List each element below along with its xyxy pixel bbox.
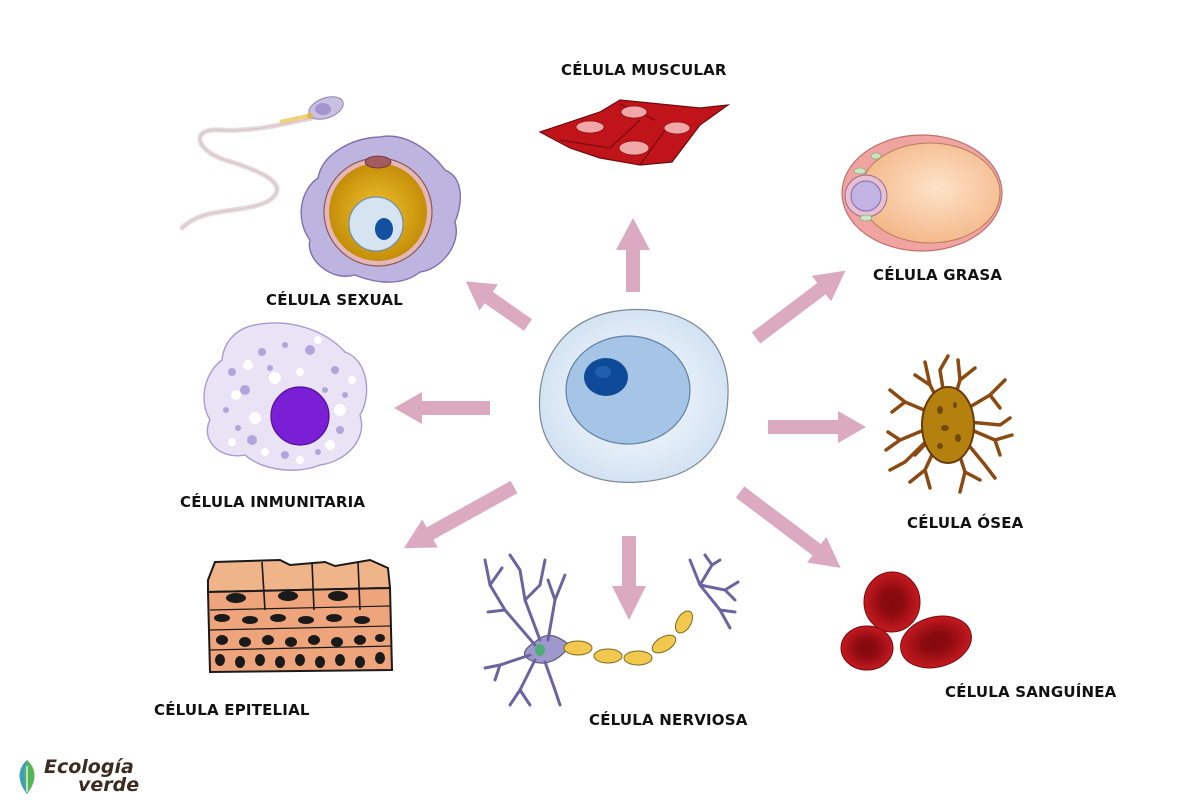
arrow-to-grasa (751, 270, 846, 344)
arrow-to-sanguinea (735, 486, 841, 568)
sexual-cell-illustration (179, 96, 461, 283)
arrows (394, 218, 866, 620)
arrow-to-inmunitaria (394, 392, 490, 424)
arrow-to-epitelial (403, 480, 518, 549)
label-grasa: CÉLULA GRASA (873, 266, 1003, 284)
immune-cell-illustration (203, 322, 368, 471)
label-epitelial: CÉLULA EPITELIAL (154, 701, 310, 719)
arrow-to-sexual (465, 281, 533, 331)
label-muscular: CÉLULA MUSCULAR (561, 61, 727, 79)
fat-cell-illustration (841, 134, 1003, 252)
blood-cell-illustration (840, 571, 972, 671)
epithelial-cell-illustration (206, 558, 394, 674)
leaf-icon (19, 760, 35, 794)
bone-cell-illustration (884, 354, 1014, 494)
nerve-cell-illustration (483, 553, 740, 707)
label-inmunitaria: CÉLULA INMUNITARIA (180, 493, 366, 511)
label-sanguinea: CÉLULA SANGUÍNEA (945, 683, 1117, 701)
logo-text-verde: verde (78, 774, 140, 796)
logo-text-ecologia: Ecología (44, 756, 134, 778)
arrow-to-osea (768, 411, 866, 443)
arrow-to-muscular (616, 218, 650, 292)
label-sexual: CÉLULA SEXUAL (266, 291, 403, 309)
label-osea: CÉLULA ÓSEA (907, 514, 1024, 532)
stem-cell (538, 308, 729, 483)
logo: Ecología verde (14, 756, 189, 796)
arrow-to-nerviosa (612, 536, 646, 620)
muscle-cell-illustration (538, 99, 731, 166)
label-nerviosa: CÉLULA NERVIOSA (589, 711, 748, 729)
